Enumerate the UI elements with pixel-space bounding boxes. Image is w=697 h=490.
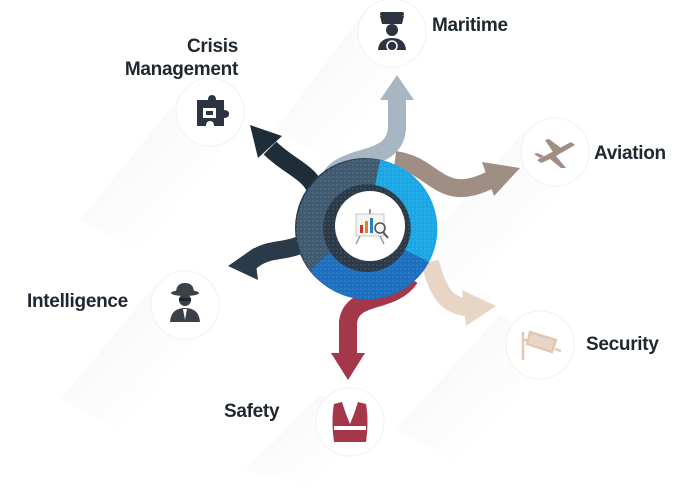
safety-arrowhead [331, 353, 365, 380]
analytics-board-icon [355, 209, 389, 245]
maritime-arrowhead [380, 75, 414, 100]
icon-circles [150, 0, 590, 457]
crisis-label-line1: Crisis [186, 36, 238, 57]
crisis-arrowhead [250, 125, 282, 158]
security-arrowhead [462, 290, 496, 326]
security-label: Security [586, 334, 659, 355]
safety-circle [315, 387, 385, 457]
crisis-label-line2: Management [124, 59, 238, 80]
aviation-label: Aviation [594, 143, 666, 164]
central-ring [295, 158, 438, 300]
captain-helm-icon [378, 12, 406, 52]
maritime-label: Maritime [432, 15, 508, 36]
aviation-arrowhead [482, 162, 520, 196]
intelligence-label: Intelligence [27, 291, 128, 312]
life-vest-icon [332, 402, 368, 442]
aviation-arrow [393, 151, 495, 198]
airplane-icon [534, 139, 575, 168]
safety-label: Safety [224, 401, 280, 422]
puzzle-icon [197, 95, 229, 126]
intelligence-arrowhead [228, 248, 258, 280]
security-camera-icon [521, 330, 562, 360]
spy-agent-icon [170, 283, 200, 322]
